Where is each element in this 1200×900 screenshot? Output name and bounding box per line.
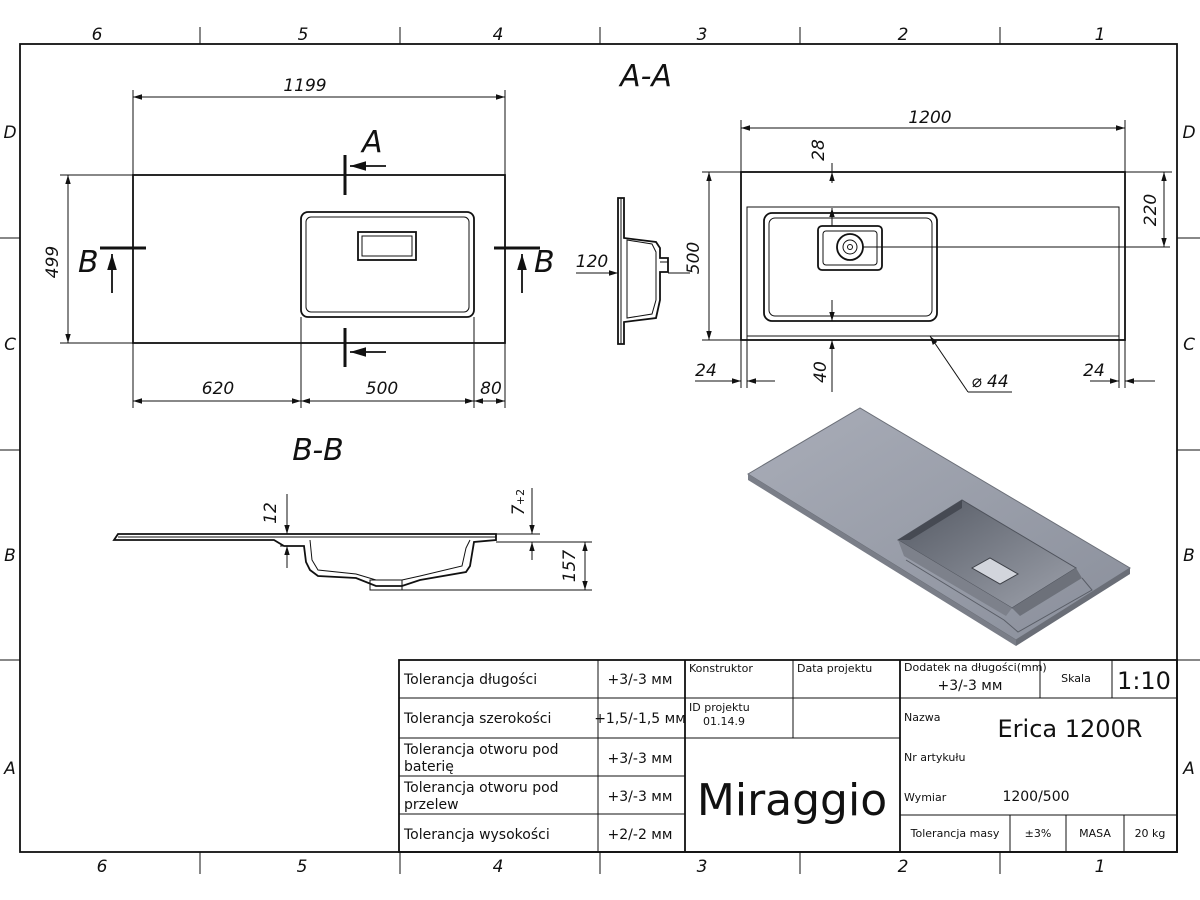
zone-row-d: D — [3, 123, 16, 143]
zone-col-5-bottom: 5 — [297, 857, 308, 877]
dodatek-value: +3/-3 мм — [938, 678, 1003, 694]
iso-3d-view — [747, 407, 1131, 646]
masa-value: 20 kg — [1135, 827, 1166, 840]
zone-col-3: 3 — [697, 25, 708, 45]
dim-plan-height: 500 — [684, 242, 704, 274]
nazwa-value: Erica 1200R — [998, 715, 1143, 743]
dim-right-offset: 80 — [480, 379, 502, 399]
zone-row-d-right: D — [1182, 123, 1195, 143]
tol-height-label: Tolerancja wysokości — [403, 827, 550, 843]
skala-label: Skala — [1061, 672, 1091, 685]
top-view: A B B 1199 499 620 500 80 — [43, 76, 555, 408]
zone-labels-right: D C B A — [1182, 123, 1195, 779]
data-projektu-label: Data projektu — [797, 662, 872, 675]
dim-28: 28 — [809, 139, 829, 161]
zone-labels-top: 6 5 4 3 2 1 — [92, 25, 1106, 45]
zone-col-4-bottom: 4 — [493, 857, 504, 877]
zone-row-a: A — [3, 759, 16, 779]
side-section-view: 120 — [576, 197, 690, 345]
tolerancja-masy-label: Tolerancja masy — [910, 827, 1000, 840]
zone-row-a-right: A — [1182, 759, 1195, 779]
wymiar-label: Wymiar — [904, 791, 947, 804]
brand-logo-text: Miraggio — [697, 775, 887, 826]
section-b-marker-right: B — [534, 245, 555, 280]
masa-label: MASA — [1079, 827, 1111, 840]
dim-40: 40 — [811, 361, 831, 383]
tol-overflow-label-1: Tolerancja otworu pod — [403, 780, 559, 796]
tol-overflow-value: +3/-3 мм — [608, 789, 673, 805]
zone-col-4: 4 — [493, 25, 504, 45]
tol-width-value: +1,5/-1,5 мм — [594, 711, 686, 727]
dim-bowl-width: 500 — [366, 379, 398, 399]
dim-left-offset: 620 — [202, 379, 234, 399]
zone-col-2: 2 — [898, 25, 909, 45]
dim-diameter: ⌀ 44 — [971, 372, 1008, 392]
konstruktor-label: Konstruktor — [689, 662, 753, 675]
tol-faucet-label-2: baterię — [404, 759, 454, 775]
dim-top-height: 499 — [43, 246, 63, 278]
section-b-marker-left: B — [78, 245, 99, 280]
dim-7: 7 — [509, 504, 529, 515]
tol-faucet-label-1: Tolerancja otworu pod — [403, 742, 559, 758]
dim-plan-width: 1200 — [908, 108, 951, 128]
zone-col-6-bottom: 6 — [97, 857, 108, 877]
dim-157: 157 — [560, 550, 580, 583]
section-a-marker: A — [360, 125, 383, 160]
dim-side-120: 120 — [576, 252, 608, 272]
zone-row-b-right: B — [1183, 546, 1195, 566]
dim-24-right: 24 — [1083, 361, 1105, 381]
zone-col-2-bottom: 2 — [898, 857, 909, 877]
nr-artykulu-label: Nr artykułu — [904, 751, 965, 764]
tol-faucet-value: +3/-3 мм — [608, 751, 673, 767]
dim-220: 220 — [1141, 194, 1161, 226]
tol-overflow-label-2: przelew — [404, 797, 459, 813]
zone-labels-left: D C B A — [3, 123, 16, 779]
zone-row-b: B — [4, 546, 16, 566]
tolerancja-masy-value: ±3% — [1025, 827, 1052, 840]
title-block — [398, 659, 1178, 853]
wymiar-value: 1200/500 — [1002, 789, 1069, 805]
id-projektu-value: 01.14.9 — [703, 715, 745, 728]
zone-row-c: C — [4, 335, 16, 355]
nazwa-label: Nazwa — [904, 711, 940, 724]
skala-value: 1:10 — [1117, 667, 1171, 695]
dim-24-left: 24 — [695, 361, 717, 381]
zone-col-3-bottom: 3 — [697, 857, 708, 877]
dim-top-width: 1199 — [283, 76, 326, 96]
dim-12: 12 — [261, 502, 281, 524]
zone-labels-bottom: 6 5 4 3 2 1 — [97, 857, 1106, 877]
dodatek-label: Dodatek na długości(mm) — [904, 661, 1047, 674]
tol-length-label: Tolerancja długości — [403, 672, 537, 688]
zone-col-1: 1 — [1095, 25, 1106, 45]
section-bb-view: 12 7 +2 157 — [112, 488, 592, 591]
zone-col-1-bottom: 1 — [1095, 857, 1106, 877]
section-aa-title: A-A — [618, 59, 672, 94]
tol-width-label: Tolerancja szerokości — [403, 711, 551, 727]
section-bb-title: B-B — [292, 433, 343, 468]
dim-7-tolerance: +2 — [514, 489, 527, 505]
zone-col-6: 6 — [92, 25, 103, 45]
zone-col-5: 5 — [298, 25, 309, 45]
sheet-frame — [0, 27, 1200, 874]
id-projektu-label: ID projektu — [689, 701, 750, 714]
tol-length-value: +3/-3 мм — [608, 672, 673, 688]
zone-row-c-right: C — [1183, 335, 1195, 355]
tol-height-value: +2/-2 мм — [608, 827, 673, 843]
plan-view: 1200 500 28 220 40 24 24 — [684, 108, 1172, 393]
